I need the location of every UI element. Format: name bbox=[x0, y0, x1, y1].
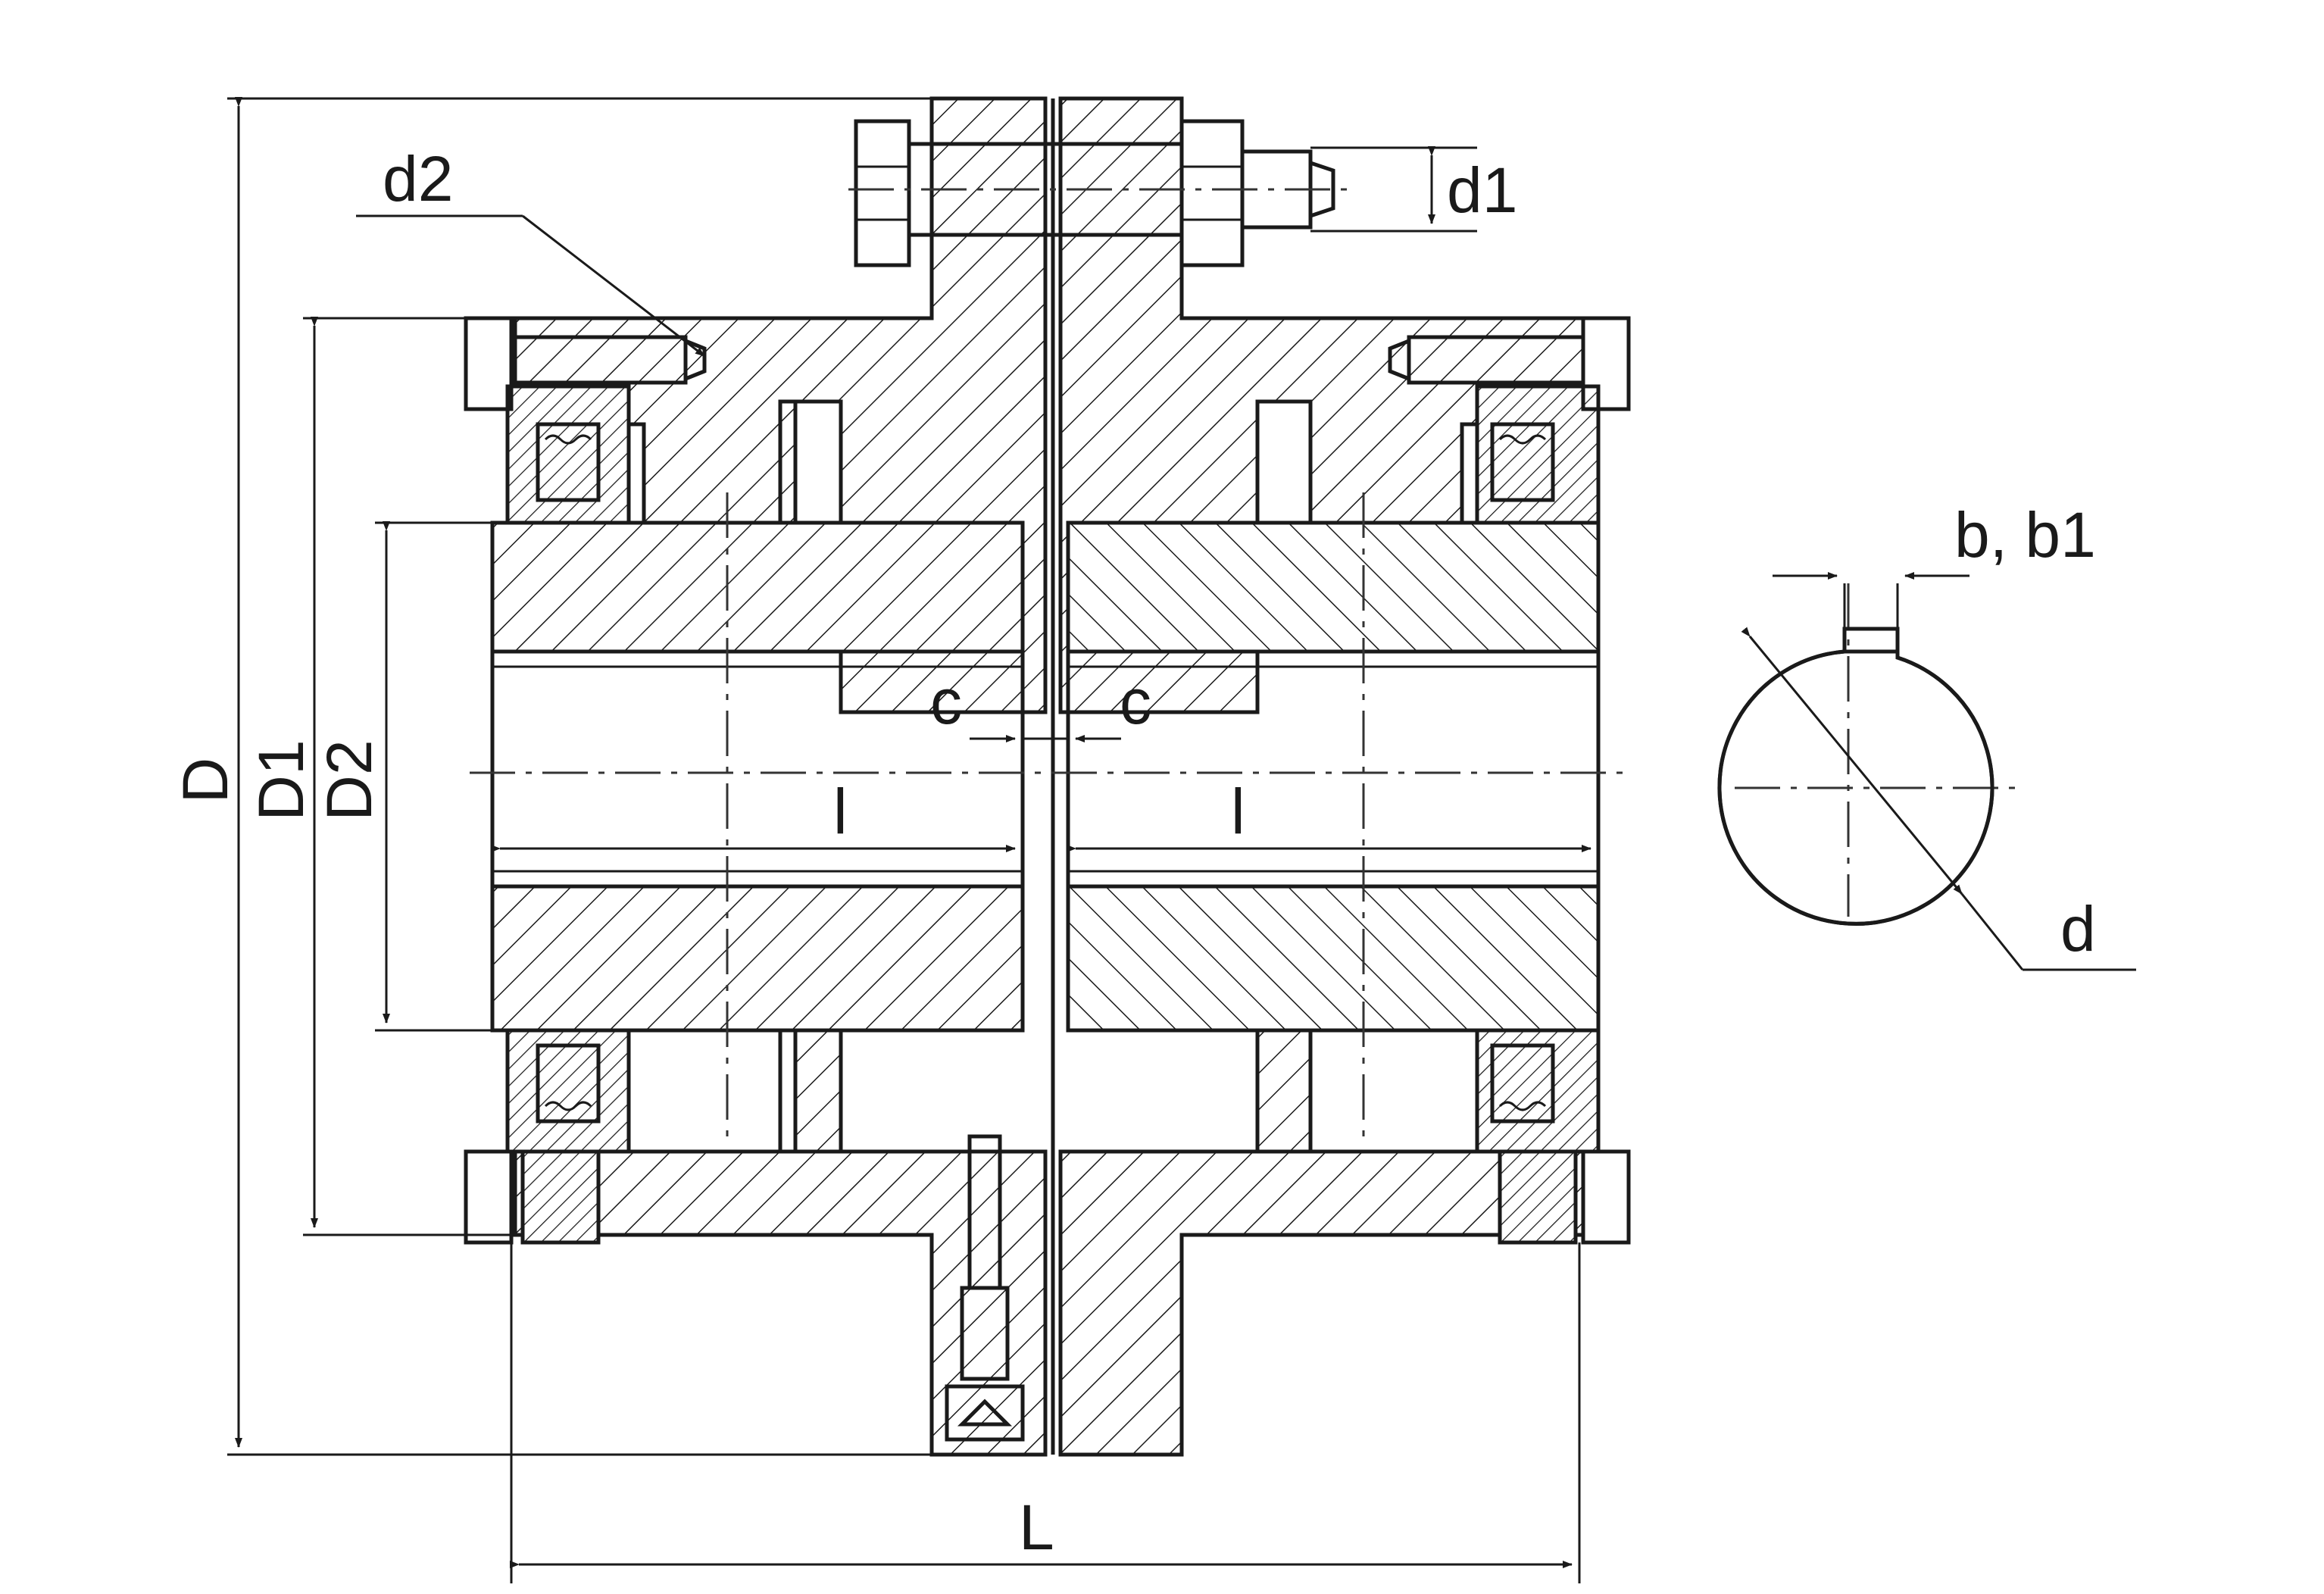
label-d1: d1 bbox=[1447, 155, 1517, 226]
oil-plug bbox=[945, 1134, 1025, 1442]
label-d2: d2 bbox=[383, 143, 453, 214]
cover-bolt-right bbox=[1388, 316, 1631, 1245]
dimension-L bbox=[510, 1242, 1581, 1583]
label-L: L bbox=[1019, 1492, 1054, 1563]
right-flange-sleeve bbox=[1058, 96, 1585, 1457]
label-c-left: c bbox=[930, 666, 962, 737]
dimension-D1 bbox=[303, 317, 515, 1236]
label-l-left: l bbox=[833, 776, 848, 847]
dimension-D2 bbox=[375, 521, 492, 1032]
label-l-right: l bbox=[1231, 776, 1245, 847]
label-b-b1: b, b1 bbox=[1954, 499, 2096, 570]
dimension-D bbox=[227, 97, 954, 1456]
right-hub bbox=[1066, 399, 1601, 1154]
dimension-d1 bbox=[1310, 146, 1477, 233]
left-flange-sleeve bbox=[513, 96, 1048, 1457]
leader-d2 bbox=[356, 214, 705, 358]
left-end-cover bbox=[505, 384, 631, 1245]
flange-bolt bbox=[848, 119, 1348, 267]
keyway-section bbox=[1717, 572, 2136, 971]
label-c-right: c bbox=[1120, 666, 1151, 737]
label-d: d bbox=[2060, 893, 2096, 964]
label-D2: D2 bbox=[314, 739, 385, 820]
right-end-cover bbox=[1475, 384, 1601, 1245]
label-D1: D1 bbox=[245, 739, 317, 820]
left-hub bbox=[490, 399, 1025, 1154]
label-D: D bbox=[170, 758, 241, 804]
